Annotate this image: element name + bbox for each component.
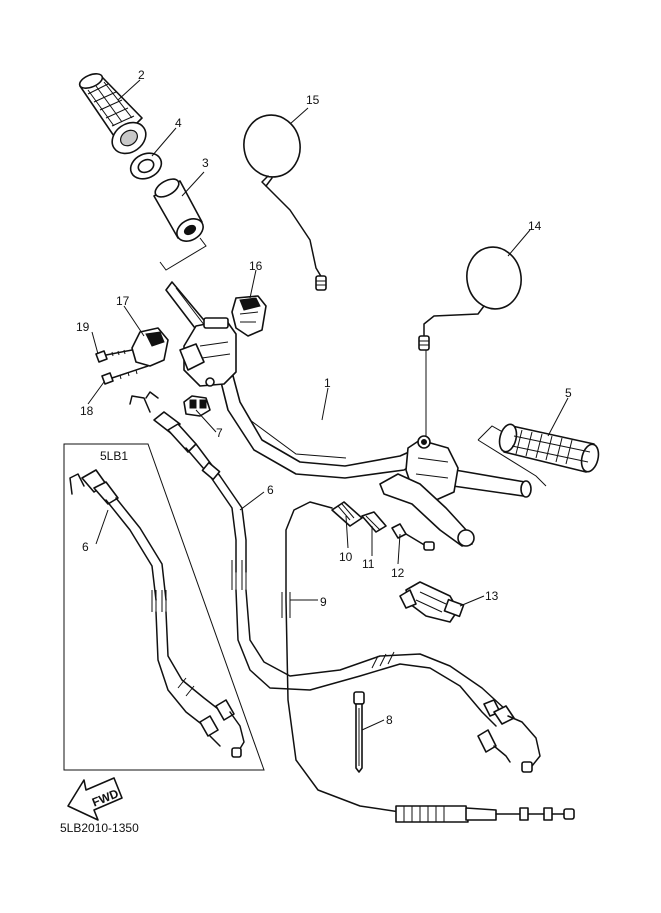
callout-3: 3 — [202, 156, 209, 170]
callout-14: 14 — [528, 219, 542, 233]
cable-end-12[interactable] — [391, 523, 435, 551]
variant-box-label: 5LB1 — [100, 449, 128, 463]
throttle-sleeve[interactable] — [152, 175, 207, 245]
variant-box — [63, 443, 265, 771]
leader-lines — [87, 79, 569, 731]
grip-left[interactable] — [78, 71, 152, 160]
callout-4: 4 — [175, 116, 182, 130]
screw-19[interactable] — [95, 349, 133, 363]
cable-tie[interactable] — [353, 691, 365, 773]
callout-8: 8 — [386, 713, 393, 727]
cable-clamp[interactable] — [183, 395, 211, 417]
switch-left[interactable] — [179, 317, 237, 387]
callout-6-variant: 6 — [82, 540, 89, 554]
callout-11: 11 — [362, 557, 375, 571]
callout-9: 9 — [320, 595, 327, 609]
screw-18[interactable] — [101, 365, 149, 385]
handlebar-end-cap — [520, 480, 532, 498]
handlebar-right-end — [452, 469, 526, 497]
fwd-arrow-icon: FWD — [67, 777, 123, 821]
callout-6-main: 6 — [267, 483, 274, 497]
callout-5: 5 — [565, 386, 572, 400]
mirror-right[interactable] — [418, 243, 526, 440]
throttle-housing-upper[interactable] — [231, 295, 267, 337]
throttle-cable-variant[interactable] — [69, 469, 245, 758]
callout-17: 17 — [116, 294, 130, 308]
callout-15: 15 — [306, 93, 320, 107]
callout-labels: 2 4 3 15 14 16 17 19 18 1 5 7 5LB1 6 6 1… — [76, 68, 572, 727]
callout-12: 12 — [391, 566, 405, 580]
guide-line-left — [159, 237, 207, 271]
washer[interactable] — [126, 148, 165, 183]
clutch-holder[interactable] — [399, 581, 465, 623]
throttle-cable-assembly[interactable] — [129, 391, 541, 773]
lock-nut[interactable] — [361, 511, 387, 533]
part-number-caption: 5LB2010-1350 — [60, 821, 139, 835]
callout-7: 7 — [216, 426, 223, 440]
callout-2: 2 — [138, 68, 145, 82]
clutch-cable[interactable] — [281, 501, 575, 823]
callout-1: 1 — [324, 376, 331, 390]
mirror-left[interactable] — [239, 111, 327, 291]
callout-19: 19 — [76, 320, 90, 334]
callout-13: 13 — [485, 589, 499, 603]
callout-18: 18 — [80, 404, 94, 418]
cable-adjuster[interactable] — [331, 501, 363, 527]
clutch-lever-assembly[interactable] — [379, 435, 475, 547]
grip-right[interactable] — [497, 422, 601, 473]
throttle-housing-lower[interactable] — [131, 327, 169, 367]
callout-16: 16 — [249, 259, 263, 273]
callout-10: 10 — [339, 550, 353, 564]
